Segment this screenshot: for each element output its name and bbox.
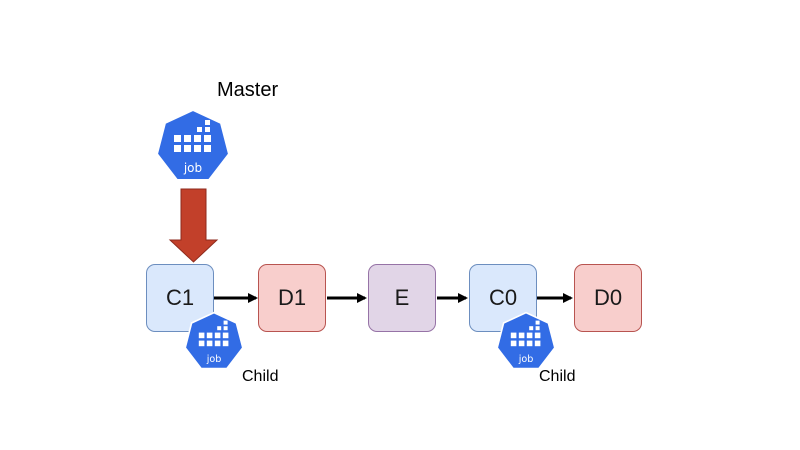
- node-c0[interactable]: C0: [469, 264, 537, 332]
- child-job-icon-c1-text: job: [206, 354, 222, 365]
- master-label: Master: [217, 79, 279, 101]
- child-label-c0: Child: [539, 368, 576, 385]
- node-d0[interactable]: D0: [574, 264, 642, 332]
- child-job-icon-c1: job: [184, 311, 244, 370]
- child-label-c1: Child: [242, 368, 279, 385]
- master-job-icon: job: [155, 108, 231, 181]
- master-job-icon-text: job: [183, 161, 202, 175]
- child-job-icon-c0-text: job: [518, 354, 534, 365]
- node-d1[interactable]: D1: [258, 264, 326, 332]
- master-to-c1-arrow: [168, 188, 219, 263]
- node-c1[interactable]: C1: [146, 264, 214, 332]
- node-e[interactable]: E: [368, 264, 436, 332]
- child-job-icon-c0: job: [496, 311, 556, 370]
